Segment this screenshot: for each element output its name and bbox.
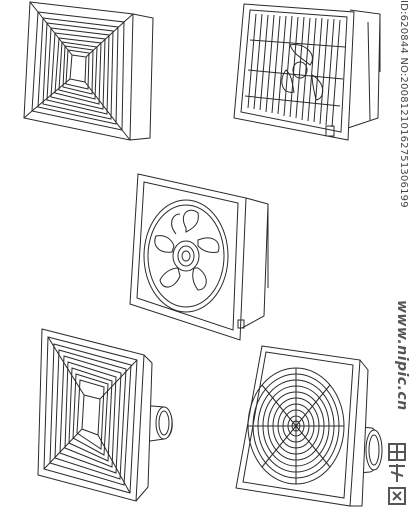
watermark-site-text: www.nipic.cn	[394, 300, 410, 411]
fan-wall-open-blades	[128, 168, 278, 348]
watermark-logo	[385, 440, 411, 508]
fan-wall-concentric-rings	[232, 340, 387, 510]
watermark-strip: ID:620844 NO:20081210162751306199 www.ni…	[383, 0, 413, 512]
watermark-id-text: ID:620844 NO:20081210162751306199	[398, 0, 409, 208]
fan-window-grid-cover	[230, 0, 385, 165]
fan-ceiling-square-grille	[18, 0, 168, 165]
fan-ceiling-square-grille-duct	[36, 325, 186, 510]
